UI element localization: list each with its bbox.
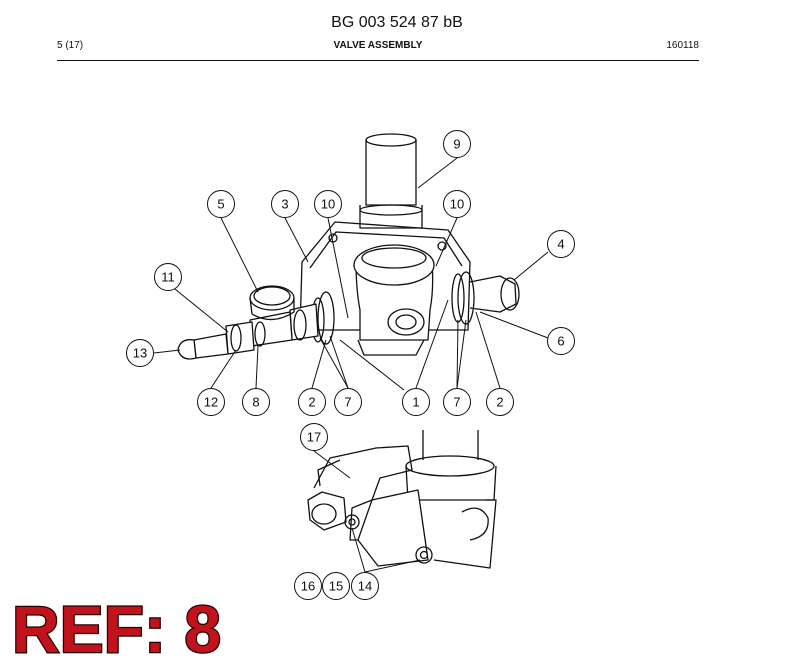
callout-9: 9: [443, 130, 471, 158]
callout-12: 12: [197, 388, 225, 416]
callout-14: 14: [351, 572, 379, 600]
callout-2-right: 2: [486, 388, 514, 416]
revision-date: 160118: [666, 40, 699, 51]
loose-cap: [249, 285, 295, 321]
callout-6: 6: [547, 327, 575, 355]
svg-text:14: 14: [358, 579, 372, 594]
left-fittings: [177, 291, 335, 360]
callout-11: 11: [154, 263, 182, 291]
svg-text:2: 2: [496, 395, 503, 410]
header-divider: [57, 60, 699, 61]
svg-text:6: 6: [557, 334, 564, 349]
document-number: BG 003 524 87 bB: [331, 14, 463, 31]
callout-7-right: 7: [443, 388, 471, 416]
callout-2-left: 2: [298, 388, 326, 416]
svg-text:11: 11: [161, 270, 175, 285]
detail-view: [307, 430, 497, 569]
ref-label: REF: 8: [12, 592, 221, 661]
svg-text:7: 7: [453, 395, 460, 410]
svg-text:1: 1: [412, 395, 419, 410]
svg-text:10: 10: [450, 197, 464, 212]
leader-lines: [153, 157, 549, 573]
callout-13: 13: [126, 339, 154, 367]
svg-text:15: 15: [329, 579, 343, 594]
callout-8: 8: [242, 388, 270, 416]
svg-text:17: 17: [307, 430, 321, 445]
svg-text:3: 3: [281, 197, 288, 212]
svg-text:4: 4: [557, 237, 564, 252]
pipe-part: [359, 133, 423, 229]
callout-15: 15: [322, 572, 350, 600]
callout-1: 1: [402, 388, 430, 416]
svg-text:9: 9: [453, 137, 460, 152]
valve-body: [353, 244, 435, 356]
svg-text:7: 7: [344, 395, 351, 410]
callout-3: 3: [271, 190, 299, 218]
svg-text:16: 16: [301, 579, 315, 594]
callout-10-right: 10: [443, 190, 471, 218]
page-number: 5 (17): [57, 40, 84, 51]
svg-text:12: 12: [204, 395, 218, 410]
svg-text:10: 10: [321, 197, 335, 212]
svg-text:13: 13: [133, 346, 147, 361]
callout-17: 17: [300, 423, 328, 451]
callout-5: 5: [207, 190, 235, 218]
callout-10-left: 10: [314, 190, 342, 218]
callout-bubbles: 9 5 3 10 10 4 11 6 13 12 8 2 7 1 7 2 17 …: [126, 130, 575, 600]
svg-text:2: 2: [308, 395, 315, 410]
svg-text:5: 5: [217, 197, 224, 212]
callout-4: 4: [547, 230, 575, 258]
callout-16: 16: [294, 572, 322, 600]
callout-7-left: 7: [334, 388, 362, 416]
svg-text:8: 8: [252, 395, 259, 410]
page-title: VALVE ASSEMBLY: [333, 40, 423, 51]
page-header: 5 (17) VALVE ASSEMBLY 160118: [57, 40, 699, 54]
right-fitting: [451, 271, 520, 325]
